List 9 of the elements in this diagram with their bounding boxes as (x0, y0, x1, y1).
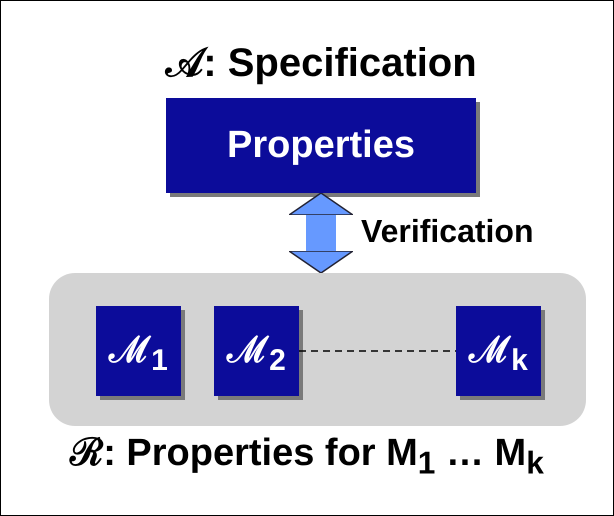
model-box: ℳ$_{2}$ (214, 306, 299, 396)
model-box: ℳ$_{1}$ (96, 306, 181, 396)
edge-label: Verification (361, 213, 534, 250)
process-box: Properties (166, 98, 476, 193)
dashed-line (299, 350, 456, 352)
model-box: ℳ$_{k}$ (456, 306, 541, 396)
box-heading: 𝒜: Specification (164, 40, 478, 87)
box-heading: ℛ: Properties for M$_{1}$ … M$_{k}$ (68, 431, 545, 482)
double-arrow (288, 192, 354, 274)
